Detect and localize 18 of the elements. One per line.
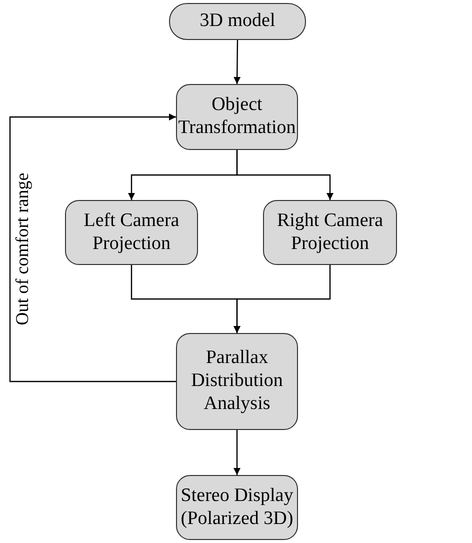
arrow (234, 40, 241, 84)
node-text: Stereo Display (Polarized 3D) (180, 484, 294, 530)
node-text: Left Camera Projection (82, 210, 180, 256)
process-box (176, 333, 298, 430)
edge-label: Out of comfort range (13, 173, 32, 326)
node-text: Parallax Distribution Analysis (190, 347, 284, 416)
process-box (169, 3, 306, 40)
process-box (176, 84, 298, 150)
arrow (234, 265, 331, 333)
node-text: Right Camera Projection (276, 210, 384, 256)
arrow (234, 430, 240, 475)
node-text: Object Transformation (177, 94, 297, 140)
node-text: 3D model (200, 10, 276, 33)
process-box (263, 200, 397, 265)
arrow (236, 150, 334, 200)
arrow (9, 114, 176, 382)
process-box (65, 200, 198, 265)
process-box (176, 475, 298, 540)
